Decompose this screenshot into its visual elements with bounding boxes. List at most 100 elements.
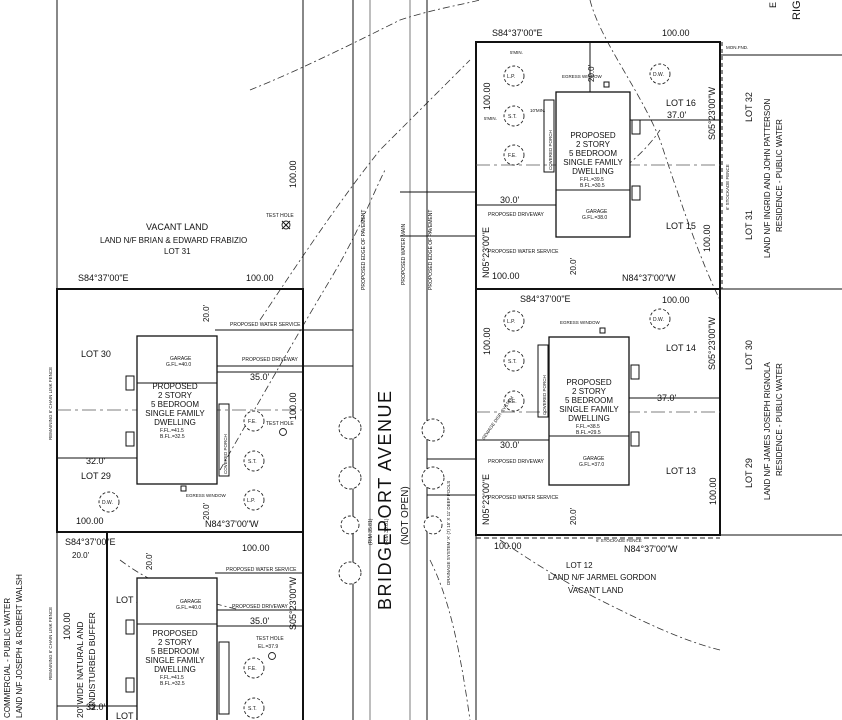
contour-line	[589, 0, 721, 301]
svg-text:DWELLING: DWELLING	[568, 414, 610, 423]
lot-28-el: EL.=37.9	[258, 644, 278, 650]
svg-text:2 STORY: 2 STORY	[158, 391, 193, 400]
lot-28-top-bearing: S84°37'00"E	[65, 537, 116, 547]
lot-14-driveway: PROPOSED DRIVEWAY	[488, 459, 545, 465]
svg-text:RESIDENCE - PUBLIC WATER: RESIDENCE - PUBLIC WATER	[775, 119, 784, 232]
svg-text:2 STORY: 2 STORY	[576, 140, 611, 149]
west-neighbor-text: COMMERCIAL - PUBLIC WATER LAND N/F JOSEP…	[3, 574, 24, 718]
lot-16-top-distance: 100.00	[662, 28, 690, 38]
vacant-north-owner: LAND N/F BRIAN & EDWARD FRABIZIO	[100, 236, 247, 245]
lot-14-parcel: S84°37'00"E 100.00 100.00 S05°23'00"W LO…	[427, 288, 842, 720]
lot-14-left-bearing: N05°23'00"E	[481, 474, 491, 525]
road-edge-label-left: PROPOSED EDGE OF PAVEMENT	[361, 210, 367, 290]
lot-16-house-text: PROPOSED 2 STORY 5 BEDROOM SINGLE FAMILY…	[563, 131, 623, 221]
lot-28-dim-side: 35.0'	[250, 616, 270, 626]
lot-30-dim-bottom: 20.0'	[202, 502, 211, 520]
svg-text:D.W.: D.W.	[653, 72, 664, 78]
svg-text:GARAGE: GARAGE	[180, 599, 202, 605]
lot-14-left-distance: 100.00	[482, 327, 492, 355]
svg-text:5'MIN.: 5'MIN.	[484, 116, 497, 121]
svg-text:D.W.: D.W.	[102, 500, 113, 506]
lot-30-house-text: GARAGE G.FL.=40.0 PROPOSED 2 STORY 5 BED…	[145, 356, 205, 440]
lot-16-fence: 6' STOCKADE FENCE	[725, 164, 730, 210]
svg-text:S.T.: S.T.	[508, 359, 517, 365]
svg-text:20' WIDE NATURAL AND: 20' WIDE NATURAL AND	[75, 621, 85, 718]
svg-text:5 BEDROOM: 5 BEDROOM	[569, 149, 617, 158]
svg-text:G.FL.=40.0: G.FL.=40.0	[176, 605, 201, 611]
lot-16-label: LOT 16	[666, 98, 696, 108]
svg-text:S.T.: S.T.	[248, 459, 257, 465]
svg-text:F.E.: F.E.	[508, 153, 517, 159]
lot-14-bottom-bearing: N84°37'00"W	[624, 544, 678, 554]
svg-text:F.E.: F.E.	[248, 419, 257, 425]
lot-14-label: LOT 14	[666, 343, 696, 353]
lot-28-house-text: GARAGE G.FL.=40.0 PROPOSED 2 STORY 5 BED…	[145, 599, 205, 687]
svg-text:S.T.: S.T.	[248, 706, 257, 712]
vacant-north-bottom-distance: 100.00	[246, 273, 274, 283]
lot-15-label: LOT 15	[666, 221, 696, 231]
lot-28-parcel: S84°37'00"E 100.00 20.0' S05°23'00"W LOT…	[48, 531, 304, 720]
vacant-north-left-distance: 100.00	[288, 160, 298, 188]
svg-text:LOT 29: LOT 29	[744, 458, 754, 488]
lot-14-neighbor-text: LOT 30 LAND N/F JAMES JOSEPH RIGNOLA RES…	[744, 340, 784, 500]
lot-30-fence: REMAINING 6' CHAIN LINK FENCE	[48, 367, 53, 440]
contour-line	[259, 59, 471, 321]
lot-16-dim-front: 20.0'	[569, 257, 578, 275]
lot-29-label: LOT 29	[81, 471, 111, 481]
svg-text:10'MIN.: 10'MIN.	[530, 108, 545, 113]
svg-text:LAND N/F INGRID AND JOHN PATTE: LAND N/F INGRID AND JOHN PATTERSON	[763, 99, 772, 258]
test-hole-icon	[281, 220, 291, 230]
contour-line	[429, 559, 471, 720]
svg-text:B.FL.=30.5: B.FL.=30.5	[580, 183, 605, 189]
svg-text:B.FL.=32.5: B.FL.=32.5	[160, 681, 185, 687]
svg-text:D.W.: D.W.	[653, 317, 664, 323]
lot-28-buffer-text: 20' WIDE NATURAL AND UNDISTURBED BUFFER	[75, 612, 97, 718]
svg-text:5 BEDROOM: 5 BEDROOM	[151, 400, 199, 409]
lot-14-fence: 6' STOCKADE FENCE	[596, 538, 642, 543]
svg-text:RESIDENCE - PUBLIC WATER: RESIDENCE - PUBLIC WATER	[775, 363, 784, 476]
road-rim-left: (RIM 35.81)	[368, 518, 374, 545]
lot-28-dim-top: 20.0'	[145, 552, 154, 570]
lot-16-top-bearing: S84°37'00"E	[492, 28, 543, 38]
lot-30-bottom-distance: 100.00	[76, 516, 104, 526]
lot-28-label: LOT 28	[116, 595, 146, 605]
lot-14-right-bearing: S05°23'00"W	[707, 316, 717, 370]
vacant-north-test-hole: TEST HOLE	[266, 213, 294, 219]
lot-16-left-bearing: N05°23'00"E	[481, 227, 491, 278]
svg-text:F.E.: F.E.	[248, 666, 257, 672]
lot-30-driveway: PROPOSED DRIVEWAY	[242, 357, 299, 363]
svg-text:L.P.: L.P.	[247, 498, 255, 504]
lot-30-water-service: PROPOSED WATER SERVICE	[230, 322, 301, 328]
lot-30-test-hole: TEST HOLE	[266, 421, 294, 427]
svg-text:SINGLE FAMILY: SINGLE FAMILY	[145, 409, 205, 418]
lot-12-owner: LAND N/F JARMEL GORDON	[548, 573, 656, 582]
svg-text:SINGLE FAMILY: SINGLE FAMILY	[563, 158, 623, 167]
lot-14-top-bearing: S84°37'00"E	[520, 294, 571, 304]
svg-text:PROPOSED: PROPOSED	[566, 378, 612, 387]
svg-text:LOT 31: LOT 31	[744, 210, 754, 240]
lot-16-bottom-bearing: N84°37'00"W	[622, 273, 676, 283]
lot-30-porch: COVERED PORCH	[223, 434, 228, 474]
lot-30-egress: EGRESS WINDOW	[186, 493, 227, 498]
lot-16-bottom-distance: 100.00	[492, 271, 520, 281]
svg-text:B.FL.=29.5: B.FL.=29.5	[576, 430, 601, 436]
svg-text:G.FL.=40.0: G.FL.=40.0	[166, 362, 191, 368]
corner-label-e: E	[768, 2, 778, 8]
svg-text:DWELLING: DWELLING	[572, 167, 614, 176]
svg-text:5'MIN.: 5'MIN.	[510, 50, 523, 55]
vacant-north-label: VACANT LAND	[146, 222, 209, 232]
lot-30-right-distance: 100.00	[288, 392, 298, 420]
contour-line	[119, 559, 241, 611]
svg-text:G.FL.=37.0: G.FL.=37.0	[579, 462, 604, 468]
lot-16-dim-left: 30.0'	[500, 195, 520, 205]
svg-text:F.FL.=41.5: F.FL.=41.5	[160, 675, 184, 681]
lot-28-top-distance: 100.00	[242, 543, 270, 553]
lot-14-sewage-label: SEWAGE DISP. SYSTEM	[481, 395, 515, 440]
lot-14-dim-left: 30.0'	[500, 440, 520, 450]
lot-28-left-distance: 100.00	[62, 612, 72, 640]
svg-text:B.FL.=32.5: B.FL.=32.5	[160, 434, 185, 440]
svg-text:LAND N/F JAMES JOSEPH RIGNOLA: LAND N/F JAMES JOSEPH RIGNOLA	[763, 362, 772, 500]
lot-16-parcel: S84°37'00"E 100.00 100.00 S05°23'00"W LO…	[400, 28, 842, 290]
lot-16-driveway: PROPOSED DRIVEWAY	[488, 212, 545, 218]
